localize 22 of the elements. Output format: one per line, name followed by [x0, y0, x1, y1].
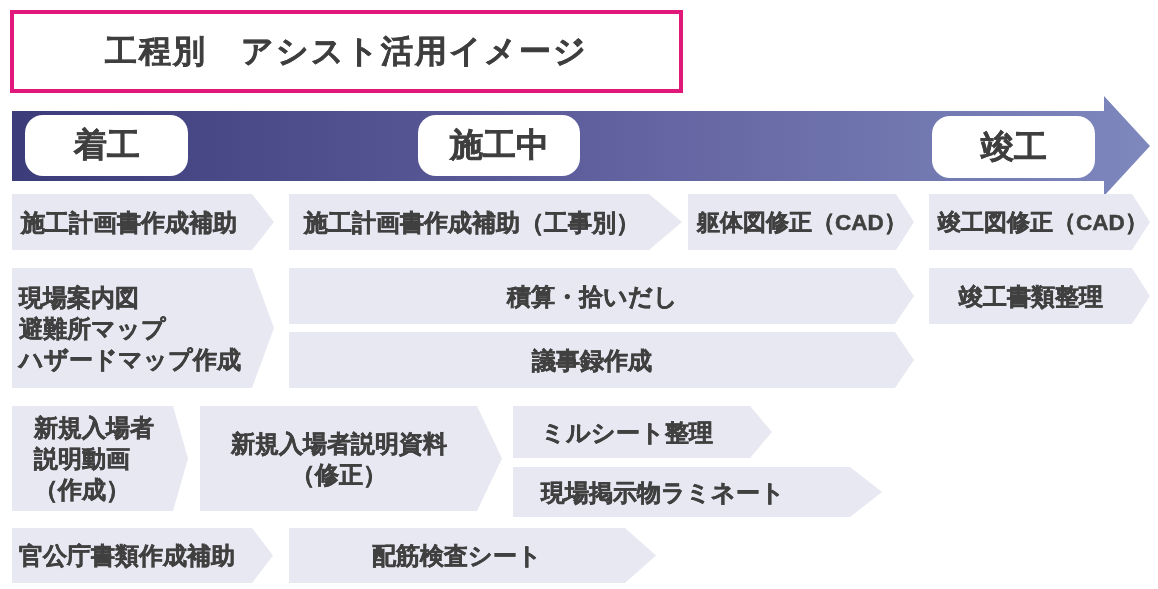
task-label: 施工計画書作成補助: [21, 207, 237, 238]
task-label: 新規入場者説明資料（修正）: [229, 428, 448, 490]
task-label: 竣工図修正（CAD）: [938, 208, 1148, 237]
task-label: 竣工書類整理: [958, 281, 1103, 312]
title: 工程別 アシスト活用イメージ: [105, 31, 588, 71]
task-label: 配筋検査シート: [372, 541, 542, 571]
task-label: 施工計画書作成補助（工事別）: [304, 207, 640, 238]
task-label: ミルシート整理: [541, 417, 713, 448]
task-label: 現場掲示物ラミネート: [541, 477, 785, 508]
phase-pill: 竣工: [932, 116, 1095, 178]
task-label: 新規入場者説明動画（作成）: [34, 413, 155, 505]
task-label: 現場案内図: [19, 282, 139, 313]
timeline-arrow: [12, 96, 1150, 196]
task-label: 議事録作成: [532, 345, 652, 376]
chevron-box: [929, 194, 1150, 250]
phase-pill: 施工中: [418, 115, 580, 176]
phase-pill: 着工: [25, 115, 188, 176]
task-label: 躯体図修正（CAD）: [697, 208, 907, 237]
task-label: 避難所マップ: [19, 313, 166, 344]
task-label: ハザードマップ作成: [19, 344, 241, 375]
task-label: 積算・拾いだし: [506, 281, 678, 312]
task-label: 官公庁書類作成補助: [19, 541, 235, 571]
